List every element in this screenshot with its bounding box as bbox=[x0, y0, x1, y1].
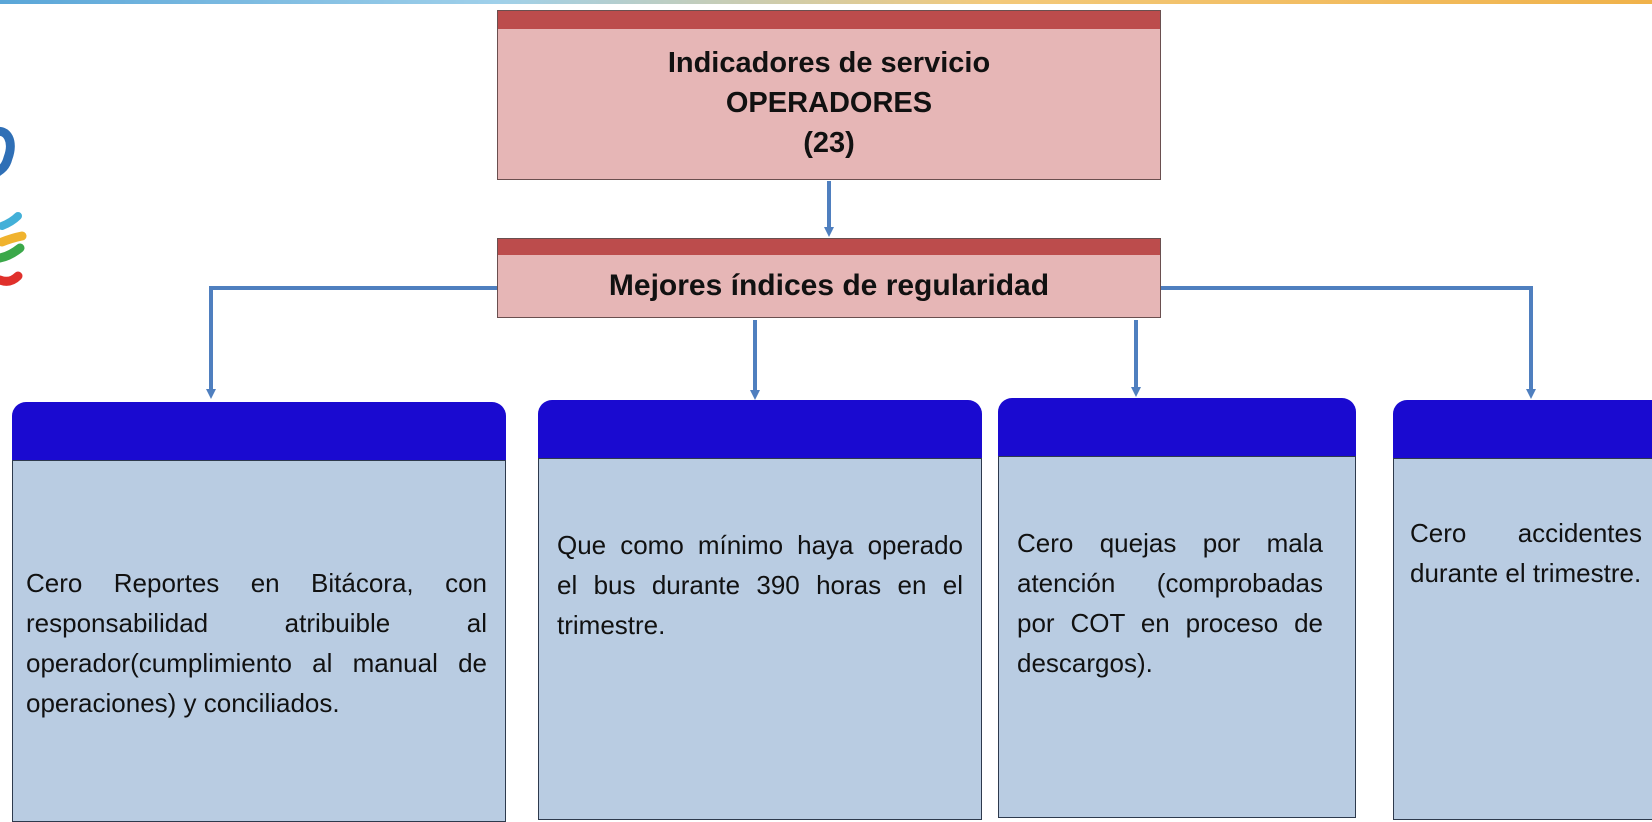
middle-box-regularity: Mejores índices de regularidad bbox=[497, 238, 1161, 318]
middle-box-label: Mejores índices de regularidad bbox=[608, 269, 1050, 302]
card-1-body: Cero Reportes en Bitácora, con responsab… bbox=[12, 460, 506, 822]
top-decorative-strip bbox=[0, 0, 1652, 4]
indicator-card-2: Que como mínimo haya operado el bus dura… bbox=[538, 400, 982, 820]
card-4-body: Cero accidentes durante el trimestre. bbox=[1393, 458, 1652, 820]
indicator-card-3: Cero quejas por mala atención (comprobad… bbox=[998, 398, 1356, 818]
logo-fragment-icon bbox=[0, 126, 27, 286]
middle-box-header-bar bbox=[498, 239, 1160, 255]
top-box-service-indicators: Indicadores de servicio OPERADORES (23) bbox=[497, 10, 1161, 180]
top-box-line-3: (23) bbox=[803, 127, 855, 159]
top-box-header-bar bbox=[498, 11, 1160, 29]
top-box-title: Indicadores de servicio OPERADORES (23) bbox=[498, 43, 1160, 163]
indicator-card-1: Cero Reportes en Bitácora, con responsab… bbox=[12, 402, 506, 822]
card-4-text: Cero accidentes durante el trimestre. bbox=[1410, 518, 1642, 588]
indicator-card-4: Cero accidentes durante el trimestre. bbox=[1393, 400, 1652, 820]
connector-arrows bbox=[206, 181, 1536, 400]
card-2-body: Que como mínimo haya operado el bus dura… bbox=[538, 458, 982, 820]
card-1-text: Cero Reportes en Bitácora, con responsab… bbox=[26, 568, 487, 718]
connector-to-card-4 bbox=[1161, 286, 1536, 399]
connector-to-card-1 bbox=[206, 286, 497, 399]
top-box-line-2: OPERADORES bbox=[725, 87, 933, 119]
card-3-text: Cero quejas por mala atención (comprobad… bbox=[1017, 528, 1323, 678]
card-3-body: Cero quejas por mala atención (comprobad… bbox=[998, 456, 1356, 818]
card-2-text: Que como mínimo haya operado el bus dura… bbox=[557, 530, 963, 640]
top-box-line-1: Indicadores de servicio bbox=[667, 47, 991, 79]
